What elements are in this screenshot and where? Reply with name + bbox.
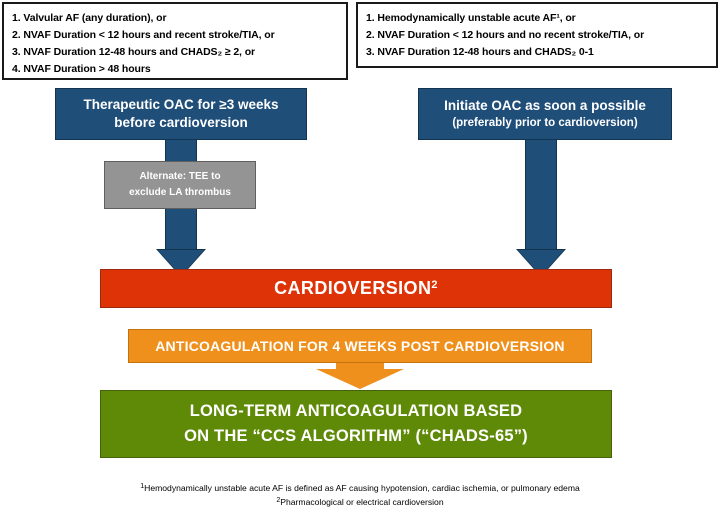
anticoagulation-4weeks-label: ANTICOAGULATION FOR 4 WEEKS POST CARDIOV… — [155, 338, 565, 354]
right-flow-arrow-shaft — [525, 140, 557, 253]
left-action-line-1: Therapeutic OAC for ≥3 weeks — [83, 97, 279, 112]
criteria-left-item-3: 3. NVAF Duration 12-48 hours and CHADS₂ … — [12, 46, 255, 58]
right-action-line-2: (preferably prior to cardioversion) — [452, 117, 638, 129]
left-action-line-2: before cardioversion — [114, 115, 248, 130]
criteria-left-item-2: 2. NVAF Duration < 12 hours and recent s… — [12, 29, 275, 41]
criteria-right-item-1: 1. Hemodynamically unstable acute AF¹, o… — [366, 12, 576, 24]
alternate-tee-line-2: exclude LA thrombus — [129, 187, 231, 198]
longterm-line-1: LONG-TERM ANTICOAGULATION BASED — [189, 402, 523, 420]
criteria-right-item-2: 2. NVAF Duration < 12 hours and no recen… — [366, 29, 645, 41]
alternate-tee-box: Alternate: TEE to exclude LA thrombus — [104, 161, 256, 209]
longterm-anticoagulation-box: LONG-TERM ANTICOAGULATION BASED ON THE “… — [100, 390, 612, 458]
longterm-line-2: ON THE “CCS ALGORITHM” (“CHADS-65”) — [184, 427, 528, 445]
orange-arrow-shaft — [336, 363, 384, 369]
criteria-box-left: 1. Valvular AF (any duration), or 2. NVA… — [2, 2, 348, 80]
footnote-1: 1Hemodynamically unstable acute AF is de… — [140, 483, 580, 493]
criteria-left-item-1: 1. Valvular AF (any duration), or — [12, 12, 167, 24]
footnotes-block: 1Hemodynamically unstable acute AF is de… — [0, 482, 720, 510]
cardioversion-label: CARDIOVERSION2 — [274, 278, 438, 298]
anticoagulation-4weeks-bar: ANTICOAGULATION FOR 4 WEEKS POST CARDIOV… — [128, 329, 592, 363]
orange-arrow-head — [316, 369, 404, 389]
criteria-left-item-4: 4. NVAF Duration > 48 hours — [12, 63, 151, 75]
right-action-box: Initiate OAC as soon a possible (prefera… — [418, 88, 672, 140]
left-action-box: Therapeutic OAC for ≥3 weeks before card… — [55, 88, 307, 140]
footnote-2: 2Pharmacological or electrical cardiover… — [276, 497, 444, 507]
criteria-right-item-3: 3. NVAF Duration 12-48 hours and CHADS₂ … — [366, 46, 594, 58]
cardioversion-bar: CARDIOVERSION2 — [100, 269, 612, 308]
alternate-tee-line-1: Alternate: TEE to — [139, 171, 221, 182]
criteria-box-right: 1. Hemodynamically unstable acute AF¹, o… — [356, 2, 718, 68]
right-action-line-1: Initiate OAC as soon a possible — [444, 98, 646, 113]
